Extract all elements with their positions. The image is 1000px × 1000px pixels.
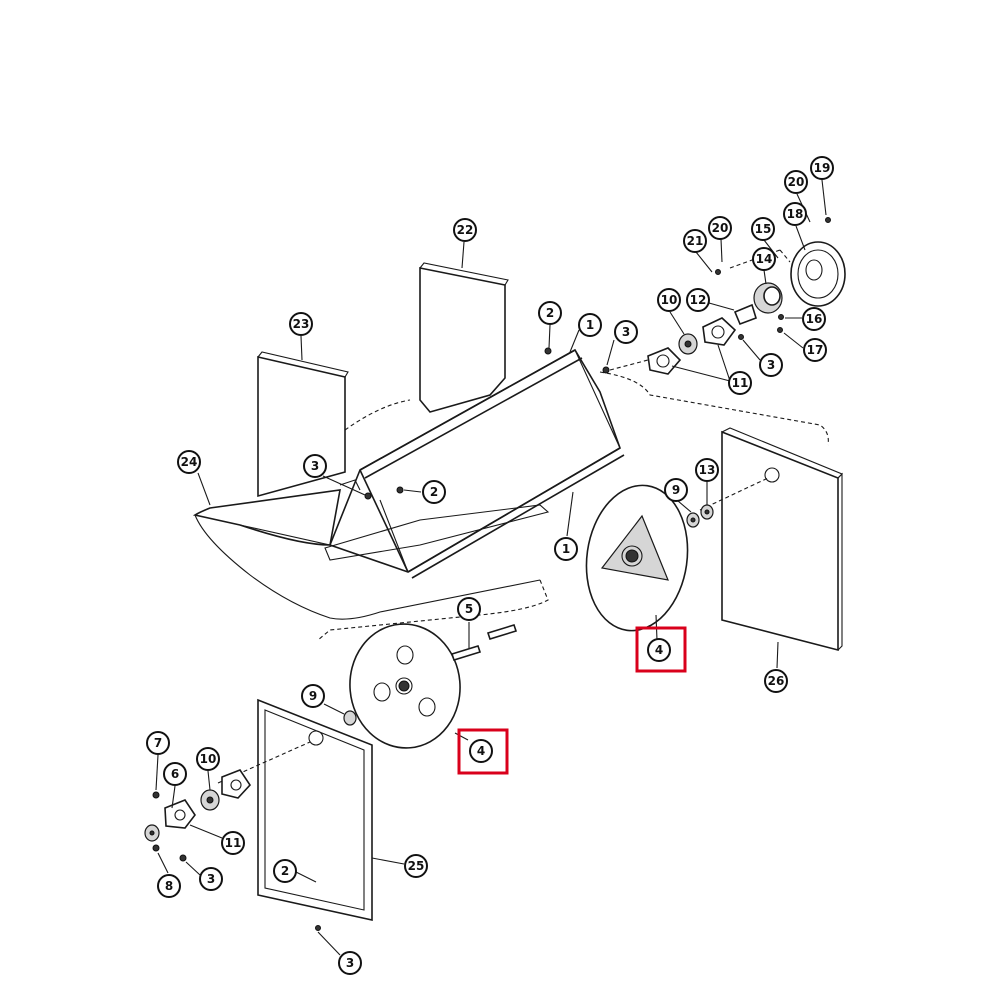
svg-text:7: 7 xyxy=(154,736,162,750)
svg-text:20: 20 xyxy=(712,221,729,235)
svg-text:23: 23 xyxy=(293,317,310,331)
callout-20: 20 xyxy=(784,170,808,194)
svg-text:3: 3 xyxy=(346,956,354,970)
svg-text:17: 17 xyxy=(807,343,824,357)
callout-12: 12 xyxy=(686,288,710,312)
svg-text:5: 5 xyxy=(465,602,473,616)
svg-text:13: 13 xyxy=(699,463,716,477)
svg-text:4: 4 xyxy=(477,744,485,758)
svg-text:15: 15 xyxy=(755,222,772,236)
side-panel-26 xyxy=(699,427,843,652)
svg-text:3: 3 xyxy=(207,872,215,886)
svg-text:3: 3 xyxy=(311,459,319,473)
callout-13: 13 xyxy=(695,458,719,482)
svg-text:10: 10 xyxy=(200,752,217,766)
svg-text:1: 1 xyxy=(586,318,594,332)
callout-15: 15 xyxy=(751,217,775,241)
callout-6: 6 xyxy=(163,762,187,786)
highlight-box-left-4 xyxy=(457,728,509,775)
highlight-boxes xyxy=(457,626,687,775)
highlight-box-right-4 xyxy=(635,626,687,673)
svg-text:25: 25 xyxy=(408,859,425,873)
lower-bearing-group xyxy=(144,769,252,842)
washer-9-left xyxy=(343,710,357,726)
callout-7: 7 xyxy=(146,731,170,755)
callout-18: 18 xyxy=(783,202,807,226)
svg-text:20: 20 xyxy=(788,175,805,189)
svg-text:3: 3 xyxy=(622,325,630,339)
callout-11: 11 xyxy=(221,831,245,855)
fasteners xyxy=(152,217,831,931)
left-disc-4 xyxy=(349,623,469,749)
callout-2: 2 xyxy=(422,480,446,504)
right-disc-4 xyxy=(585,484,689,641)
trough-chute-1 xyxy=(324,348,625,579)
callout-14: 14 xyxy=(752,247,776,271)
callout-8: 8 xyxy=(157,874,181,898)
callout-5: 5 xyxy=(457,597,481,621)
callout-3: 3 xyxy=(338,951,362,975)
callout-11: 11 xyxy=(728,371,752,395)
callout-17: 17 xyxy=(803,338,827,362)
callout-bubbles: 19 20 18 21 20 15 14 22 10 12 16 17 23 2… xyxy=(146,156,834,975)
callout-19: 19 xyxy=(810,156,834,180)
callout-2: 2 xyxy=(538,301,562,325)
back-panel-22 xyxy=(419,262,509,413)
svg-text:6: 6 xyxy=(171,767,179,781)
svg-text:12: 12 xyxy=(690,293,707,307)
svg-text:16: 16 xyxy=(806,312,823,326)
svg-text:1: 1 xyxy=(562,542,570,556)
callout-3: 3 xyxy=(199,867,223,891)
side-panel-23 xyxy=(257,351,411,498)
svg-text:26: 26 xyxy=(768,674,785,688)
pins-5 xyxy=(450,622,518,661)
svg-text:11: 11 xyxy=(225,836,242,850)
callout-25: 25 xyxy=(404,854,428,878)
svg-text:21: 21 xyxy=(687,234,704,248)
svg-text:22: 22 xyxy=(457,223,474,237)
washers-right xyxy=(686,504,714,528)
callout-1: 1 xyxy=(554,537,578,561)
callout-26: 26 xyxy=(764,669,788,693)
callout-4-right: 4 xyxy=(647,638,671,662)
callout-1: 1 xyxy=(578,313,602,337)
svg-text:4: 4 xyxy=(655,643,663,657)
drive-assembly xyxy=(609,241,846,375)
callout-3: 3 xyxy=(759,353,783,377)
svg-text:2: 2 xyxy=(546,306,554,320)
callout-9: 9 xyxy=(664,478,688,502)
svg-text:2: 2 xyxy=(281,864,289,878)
svg-text:24: 24 xyxy=(181,455,198,469)
callout-10: 10 xyxy=(196,747,220,771)
callout-3: 3 xyxy=(303,454,327,478)
callout-4-left: 4 xyxy=(469,739,493,763)
svg-text:9: 9 xyxy=(309,689,317,703)
callout-9: 9 xyxy=(301,684,325,708)
svg-text:11: 11 xyxy=(732,376,749,390)
callout-23: 23 xyxy=(289,312,313,336)
callout-20: 20 xyxy=(708,216,732,240)
callout-3: 3 xyxy=(614,320,638,344)
svg-text:3: 3 xyxy=(767,358,775,372)
svg-text:8: 8 xyxy=(165,879,173,893)
svg-text:14: 14 xyxy=(756,252,773,266)
callout-2: 2 xyxy=(273,859,297,883)
callout-10: 10 xyxy=(657,288,681,312)
svg-text:2: 2 xyxy=(430,485,438,499)
callout-24: 24 xyxy=(177,450,201,474)
svg-text:9: 9 xyxy=(672,483,680,497)
callout-21: 21 xyxy=(683,229,707,253)
callout-22: 22 xyxy=(453,218,477,242)
leader-lines xyxy=(155,179,827,956)
svg-text:18: 18 xyxy=(787,207,804,221)
svg-text:10: 10 xyxy=(661,293,678,307)
callout-16: 16 xyxy=(802,307,826,331)
svg-text:19: 19 xyxy=(814,161,831,175)
